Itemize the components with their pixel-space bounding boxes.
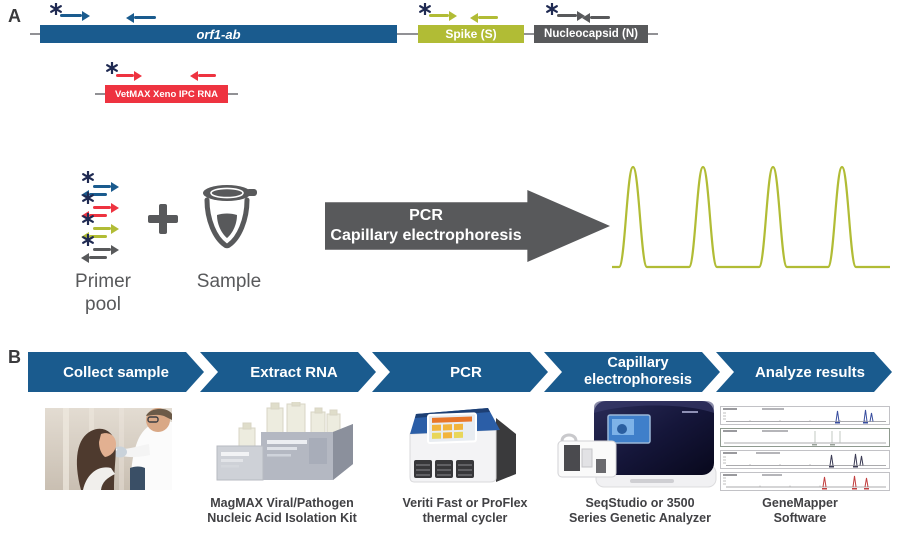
forward-primer-arrow [93, 202, 119, 213]
pcr-process-arrow-label: PCR Capillary electrophoresis [330, 207, 522, 244]
forward-primer-arrow [93, 181, 119, 192]
panel-b-label: B [8, 347, 21, 367]
labeled-primer-star-icon [106, 62, 118, 74]
thermal-cycler-image [409, 408, 516, 483]
gene-bar-nucleocapsid: Nucleocapsid (N) [534, 25, 648, 43]
labeled-primer-star-icon [419, 3, 431, 15]
labeled-primer-star-icon [82, 171, 94, 183]
electropherogram [612, 165, 890, 269]
magmax-kit-image [216, 402, 353, 481]
caption-genetic-analyzer: SeqStudio or 3500 Series Genetic Analyze… [569, 496, 711, 525]
sample-tube-icon [203, 185, 257, 249]
trace-panel [720, 406, 890, 425]
panel-a-label: A [8, 6, 21, 26]
caption-genemapper: GeneMapper Software [762, 496, 838, 525]
forward-primer-arrow [557, 10, 585, 21]
labeled-primer-star-icon [82, 192, 94, 204]
workflow-step-pcr: PCR [372, 352, 548, 392]
primer-pool-label: Primer pool [75, 271, 131, 315]
genemapper-screenshot [720, 406, 890, 492]
plus-icon [148, 204, 178, 234]
forward-primer-arrow [60, 10, 90, 21]
genetic-analyzer-image [557, 401, 717, 488]
collect-sample-photo [45, 408, 172, 490]
labeled-primer-star-icon [82, 234, 94, 246]
forward-primer-arrow [116, 70, 142, 81]
reverse-primer-arrow [81, 231, 107, 242]
forward-primer-arrow [93, 244, 119, 255]
reverse-primer-arrow [81, 210, 107, 221]
workflow-step-capillary-electrophoresis: Capillary electrophoresis [544, 352, 720, 392]
reverse-primer-arrow [190, 70, 216, 81]
gene-bar-orf1ab: orf1-ab [40, 25, 397, 43]
workflow-step-extract-rna: Extract RNA [200, 352, 376, 392]
caption-thermal-cycler: Veriti Fast or ProFlex thermal cycler [402, 496, 528, 525]
trace-panel [720, 450, 890, 469]
reverse-primer-arrow [470, 12, 498, 23]
reverse-primer-arrow [126, 12, 156, 23]
reverse-primer-arrow [582, 12, 610, 23]
workflow-step-collect-sample: Collect sample [28, 352, 204, 392]
sample-label: Sample [196, 271, 262, 292]
forward-primer-arrow [93, 223, 119, 234]
trace-panel [720, 428, 890, 447]
workflow-step-analyze-results: Analyze results [716, 352, 892, 392]
labeled-primer-star-icon [546, 3, 558, 15]
labeled-primer-star-icon [82, 213, 94, 225]
caption-magmax-kit: MagMAX Viral/Pathogen Nucleic Acid Isola… [207, 496, 357, 525]
trace-panel [720, 472, 890, 491]
forward-primer-arrow [429, 10, 457, 21]
reverse-primer-arrow [81, 189, 107, 200]
labeled-primer-star-icon [50, 3, 62, 15]
reverse-primer-arrow [81, 252, 107, 263]
gene-bar-spike: Spike (S) [418, 25, 524, 43]
ipc-template-bar: VetMAX Xeno IPC RNA [105, 85, 228, 103]
